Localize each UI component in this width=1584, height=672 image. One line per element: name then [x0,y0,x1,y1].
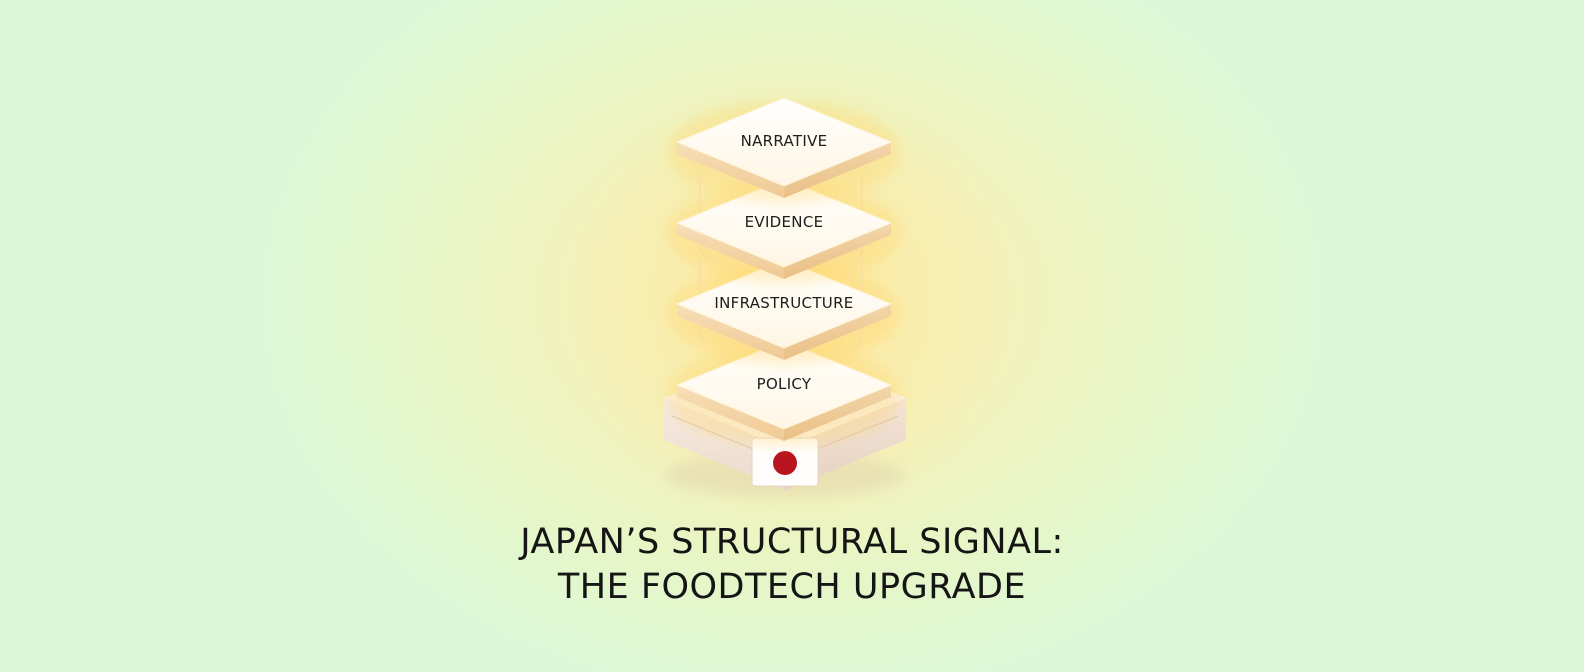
tile-side-left [677,304,784,360]
tile-infrastructure [667,259,901,364]
tile-side-right [784,223,891,279]
tile-top [675,97,893,187]
layer-label-narrative: NARRATIVE [740,132,828,150]
tile-side-right [784,385,891,441]
tile-side-right [784,304,891,360]
layer-tiles [667,97,901,445]
tile-top [675,178,893,268]
page-title: JAPAN’S STRUCTURAL SIGNAL: THE FOODTECH … [0,520,1584,610]
layer-label-infrastructure: INFRASTRUCTURE [714,294,854,312]
layer-label-evidence: EVIDENCE [744,213,824,231]
tile-side-left [677,142,784,198]
tile-top [675,340,893,430]
title-line-1: JAPAN’S STRUCTURAL SIGNAL: [520,522,1064,562]
japan-flag-icon [773,451,797,475]
tile-side-right [784,142,891,198]
layer-label-policy: POLICY [756,375,812,393]
tile-top [675,259,893,349]
tile-policy [667,340,901,445]
tile-narrative [667,97,901,202]
tile-evidence [667,178,901,283]
tile-side-left [677,385,784,441]
tile-side-left [677,223,784,279]
title-line-2: THE FOODTECH UPGRADE [557,567,1027,607]
